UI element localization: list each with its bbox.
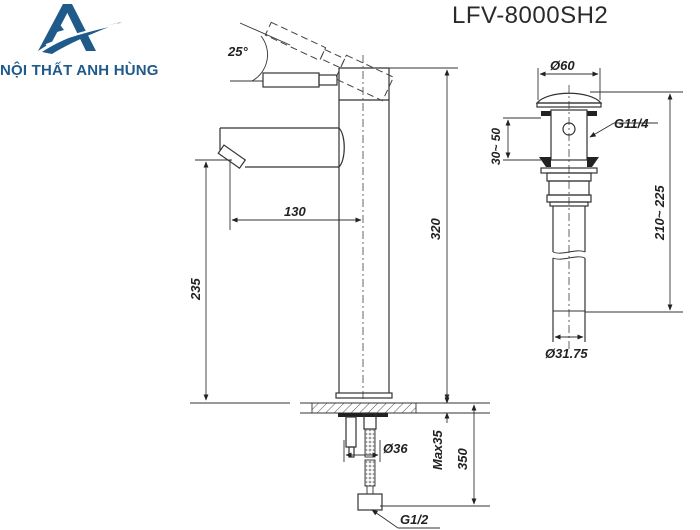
dim-hose-length: 350 xyxy=(380,404,490,507)
inlet-hose xyxy=(338,412,388,511)
dim-height-range: 210~ 225 xyxy=(585,91,683,313)
drain-thread-callout: G11/4 xyxy=(589,116,658,138)
dim-30-50-label: 30~ 50 xyxy=(489,128,503,165)
g114-label: G11/4 xyxy=(614,116,649,131)
brand-name: NỘI THẤT ANH HÙNG xyxy=(0,62,159,79)
dim-hole-diameter: Ø36 xyxy=(343,440,408,462)
deck-section xyxy=(190,402,490,414)
angle-25-label: 25° xyxy=(227,44,248,59)
dim-210-225-label: 210~ 225 xyxy=(652,185,667,241)
pop-up-drain xyxy=(535,85,603,350)
dim-total-height: 320 xyxy=(389,67,458,401)
dim-pipe-diameter: Ø31.75 xyxy=(545,334,588,361)
dim-350-label: 350 xyxy=(455,448,470,470)
inlet-thread-callout: G1/2 xyxy=(371,509,440,529)
dim-spout-height: 235 xyxy=(188,159,232,401)
dim-060-label: Ø60 xyxy=(550,58,575,73)
mountain-a-logo-icon xyxy=(38,4,122,54)
dim-130-label: 130 xyxy=(284,204,306,219)
dim-cap-diameter: Ø60 xyxy=(537,58,601,100)
dim-spout-reach: 130 xyxy=(229,160,362,230)
brand-logo xyxy=(0,0,200,90)
g12-label: G1/2 xyxy=(400,512,429,527)
faucet-body xyxy=(217,21,395,400)
dim-03175-label: Ø31.75 xyxy=(545,346,588,361)
model-title: LFV-8000SH2 xyxy=(452,2,609,29)
dim-235-label: 235 xyxy=(188,278,203,301)
dim-320-label: 320 xyxy=(428,218,443,240)
dim-deck-thickness: Max35 xyxy=(430,393,450,470)
dim-adjust-range: 30~ 50 xyxy=(489,117,541,165)
dim-max35-label: Max35 xyxy=(430,429,445,470)
dim-036-label: Ø36 xyxy=(383,441,408,456)
